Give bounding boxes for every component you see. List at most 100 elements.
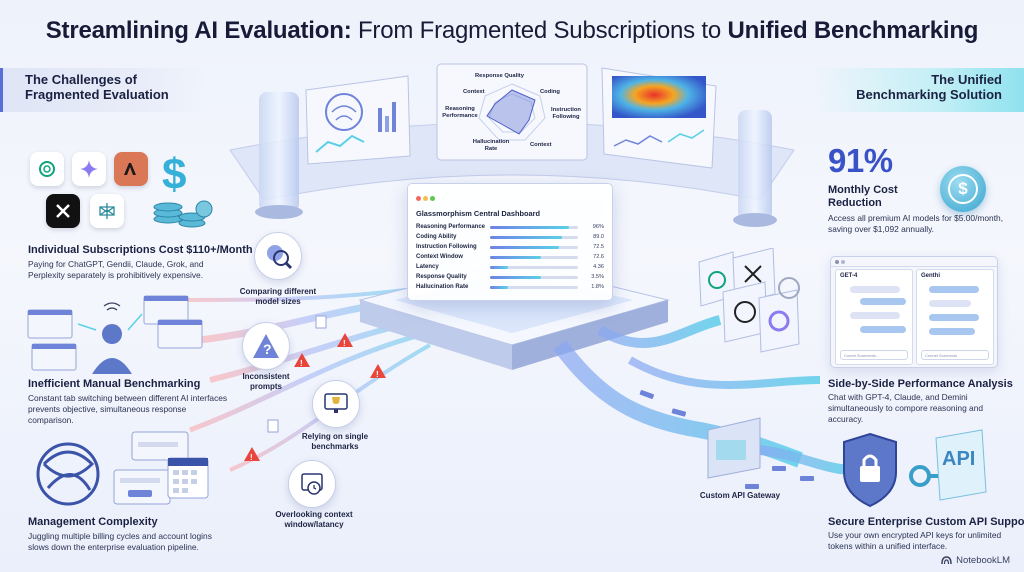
dashboard-metric-fill <box>490 225 570 229</box>
chat-input-left[interactable]: Comet Somments... <box>840 350 908 360</box>
manual-benchmarking-block: Inefficient Manual Benchmarking Constant… <box>28 378 233 426</box>
challenges-banner: The Challenges of Fragmented Evaluation <box>0 68 205 112</box>
subscriptions-title: Individual Subscriptions Cost $110+/Mont… <box>28 244 253 256</box>
platform-side-right <box>512 300 668 370</box>
dashboard-metric-fill <box>490 245 559 249</box>
manual-benchmarking-desc: Constant tab switching between different… <box>28 393 228 425</box>
clock-window-icon <box>288 460 336 508</box>
document-icon <box>315 315 327 329</box>
central-dashboard: Glassmorphism Central Dashboard Reasonin… <box>407 183 613 301</box>
dollar-coins-icon: $ <box>153 150 213 228</box>
dashboard-title: Glassmorphism Central Dashboard <box>416 209 541 218</box>
dashboard-metric-fill <box>490 275 542 279</box>
dashboard-metric-bar <box>490 275 578 279</box>
api-stream <box>759 445 851 475</box>
dashboard-metric-value: 3.5% <box>591 274 604 280</box>
dashboard-metric-row: Latency 4.36 <box>416 262 604 272</box>
management-title: Management Complexity <box>28 516 158 528</box>
platform-side-left <box>360 300 512 370</box>
right-pillar <box>738 110 772 220</box>
subscriptions-block: Individual Subscriptions Cost $110+/Mont… <box>28 244 253 281</box>
data-packet <box>800 476 814 481</box>
dashboard-metric-label: Context Window <box>416 254 463 260</box>
brain-panel <box>305 75 411 165</box>
dashboard-metric-bar <box>490 265 578 269</box>
dashboard-metric-label: Hallucination Rate <box>416 284 469 290</box>
chat-bubble <box>929 328 975 335</box>
radar-label-context-2: Context <box>463 89 485 95</box>
gateway-window <box>716 440 746 460</box>
secure-api-illustration <box>843 429 987 508</box>
radar-polygon <box>486 89 536 135</box>
chat-pane-right-title: Genthi <box>921 273 940 279</box>
warning-icon: ! <box>370 364 386 379</box>
dashboard-metric-bar <box>490 235 578 239</box>
title-part-2: From Fragmented Subscriptions to <box>351 17 728 44</box>
chat-bubble <box>850 286 900 293</box>
chat-bubble <box>929 300 971 307</box>
chat-pane-left: GET-4 Comet Somments... <box>835 269 913 365</box>
chat-pane-left-title: GET-4 <box>840 273 858 279</box>
chat-bubble <box>929 286 979 293</box>
dashboard-metric-label: Latency <box>416 264 439 270</box>
dashboard-metric-value: 72.5 <box>593 244 604 250</box>
dashboard-metric-fill <box>490 265 508 269</box>
dashboard-metric-label: Reasoning Performance <box>416 224 486 230</box>
dashboard-metric-fill <box>490 235 563 239</box>
dashboard-metric-fill <box>490 255 542 259</box>
dashboard-metric-value: 1.8% <box>591 284 604 290</box>
chat-input-right[interactable]: Connet Sonments <box>921 350 989 360</box>
anthropic-logo-icon <box>114 152 148 186</box>
management-desc: Juggling multiple billing cycles and acc… <box>28 531 212 552</box>
svg-text:!: ! <box>376 370 379 379</box>
dashboard-metric-value: 4.36 <box>593 264 604 270</box>
chatgpt-logo-icon <box>30 152 64 186</box>
radar-label-response-quality: Response Quality <box>475 73 524 79</box>
svg-text:!: ! <box>343 339 346 348</box>
warning-icon: ! <box>244 447 260 462</box>
dashboard-metric-label: Coding Ability <box>416 234 457 240</box>
side-by-side-chat-panel: GET-4 Comet Somments... Genthi Connet So… <box>830 256 998 368</box>
chat-bubble <box>850 312 900 319</box>
model-tiles <box>698 248 800 353</box>
label-context-latency: Overlooking context window/latancy <box>275 510 353 529</box>
chat-bubble <box>860 298 906 305</box>
dashboard-metric-bar <box>490 245 578 249</box>
dollar-coin-icon: $ <box>940 166 986 212</box>
chatgpt-logo-icon <box>708 271 726 289</box>
title-part-1: Streamlining AI Evaluation: <box>45 17 352 44</box>
manual-benchmarking-illustration <box>27 295 203 374</box>
openai-logo-icon <box>778 277 800 299</box>
data-packet <box>772 466 786 471</box>
dashboard-metric-bar <box>490 285 578 289</box>
chat-panel-header <box>831 257 997 267</box>
label-model-sizes: Comparing different model sizes <box>239 287 317 306</box>
right-pillar-base <box>733 213 777 227</box>
brain-magnifier-icon <box>254 232 302 280</box>
radar-label-reasoning: Reasoning Performance <box>442 106 478 119</box>
person-icon <box>102 324 122 344</box>
label-inconsistent-prompts: Inconsistent prompts <box>242 372 290 391</box>
warning-icon: ! <box>294 353 310 368</box>
api-label: API <box>942 448 976 470</box>
warning-triangle-icon: ? <box>242 322 290 370</box>
document-icon <box>267 419 279 433</box>
title-bar: Streamlining AI Evaluation: From Fragmen… <box>0 0 1024 62</box>
output-stream <box>597 315 722 348</box>
dashboard-metric-row: Context Window 72.6 <box>416 252 604 262</box>
tangled-knot-icon <box>36 442 100 506</box>
chat-bubble <box>929 314 979 321</box>
radar-label-coding: Coding <box>540 89 560 95</box>
lock-icon <box>860 466 880 482</box>
watermark-text: NotebookLM <box>956 555 1010 566</box>
side-by-side-desc: Chat with GPT-4, Claude, and Demini simu… <box>828 392 984 424</box>
dashboard-metric-value: 72.6 <box>593 254 604 260</box>
subscriptions-desc: Paying for ChatGPT, Gendii, Claude, Grok… <box>28 259 204 280</box>
dashboard-metric-value: 96% <box>592 224 604 230</box>
chat-pane-right: Genthi Connet Sonments <box>916 269 994 365</box>
challenges-banner-text: The Challenges of Fragmented Evaluation <box>25 72 169 102</box>
